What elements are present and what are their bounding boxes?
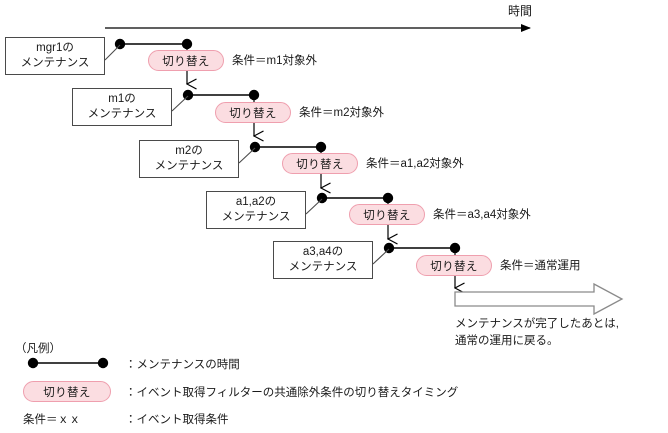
maintenance-box-line-1: a1,a2の (235, 195, 277, 208)
maintenance-box-a1-a2: a1,a2の メンテナンス (206, 191, 306, 229)
legend-span-sample (27, 357, 109, 369)
switch-pill-5: 切り替え (416, 255, 492, 276)
maintenance-box-line-2: メンテナンス (87, 108, 157, 120)
maintenance-box-line-2: メンテナンス (154, 160, 224, 172)
condition-label-4: 条件＝a3,a4対象外 (433, 209, 531, 221)
normal-operation-arrow (454, 282, 624, 316)
legend-switch-pill: 切り替え (23, 381, 111, 402)
maintenance-box-line-2: メンテナンス (221, 211, 291, 223)
legend-item-switch-description: ：イベント取得フィルターの共通除外条件の切り替えタイミング (125, 387, 459, 399)
legend-condition-symbol: 条件＝ｘｘ (23, 414, 81, 426)
maintenance-box-line-2: メンテナンス (288, 261, 358, 273)
condition-label-1: 条件＝m1対象外 (232, 55, 317, 67)
maintenance-box-m1: m1の メンテナンス (72, 88, 172, 126)
switch-pill-3: 切り替え (282, 153, 358, 174)
maintenance-box-m2: m2の メンテナンス (139, 140, 239, 178)
maintenance-box-line-1: a3,a4の (302, 245, 344, 258)
maintenance-box-line-1: mgr1の (36, 41, 74, 54)
condition-label-5: 条件＝通常運用 (500, 260, 581, 272)
maintenance-box-a3-a4: a3,a4の メンテナンス (273, 241, 373, 279)
legend-item-condition-description: ：イベント取得条件 (125, 414, 229, 426)
maintenance-box-line-1: m2の (175, 144, 203, 157)
maintenance-box-line-2: メンテナンス (20, 57, 90, 69)
legend-title: （凡例） (15, 343, 61, 355)
condition-label-2: 条件＝m2対象外 (299, 107, 384, 119)
switch-pill-4: 切り替え (349, 204, 425, 225)
switch-pill-1: 切り替え (148, 50, 224, 71)
condition-label-3: 条件＝a1,a2対象外 (366, 158, 464, 170)
time-axis-label: 時間 (508, 4, 533, 18)
legend-item-span-description: ：メンテナンスの時間 (125, 359, 240, 371)
final-note: メンテナンスが完了したあとは, 通常の運用に戻る。 (455, 318, 619, 347)
switch-pill-2: 切り替え (215, 102, 291, 123)
maintenance-box-mgr1: mgr1の メンテナンス (5, 37, 105, 75)
maintenance-box-line-1: m1の (108, 92, 136, 105)
